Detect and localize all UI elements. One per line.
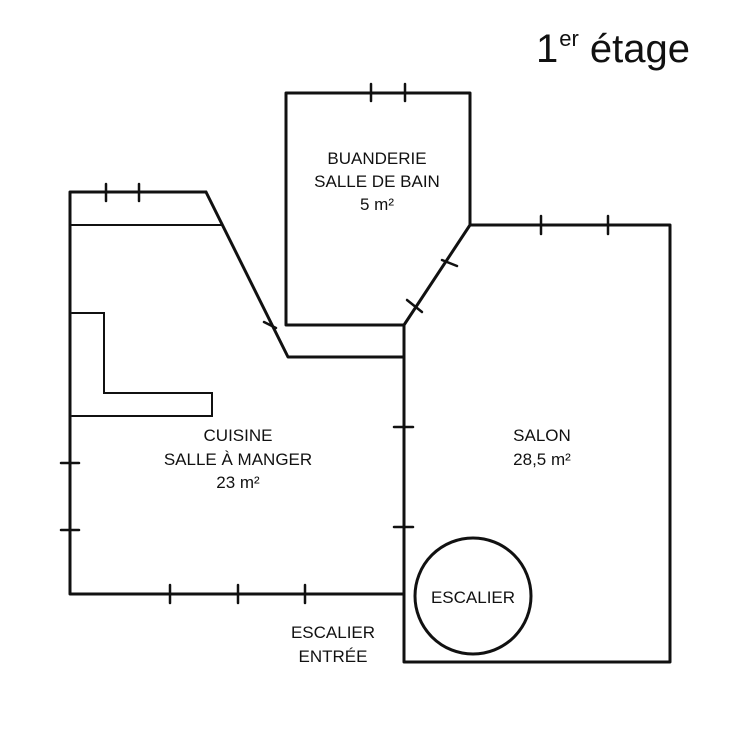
buanderie-label-1: BUANDERIE	[327, 149, 426, 168]
opening-ticks	[59, 82, 610, 605]
floor-title: 1er étage	[535, 26, 690, 71]
cuisine-label-2: SALLE À MANGER	[164, 450, 312, 469]
salon-label: SALON	[513, 426, 571, 445]
staircase-label: ESCALIER	[431, 588, 515, 607]
buanderie-area: 5 m²	[360, 195, 394, 214]
staircase-circle	[413, 536, 533, 656]
entry-label-2: ENTRÉE	[299, 647, 368, 666]
kitchen-counter-side	[71, 312, 213, 417]
entry-label-1: ESCALIER	[291, 623, 375, 642]
floor-word: étage	[589, 27, 690, 71]
cuisine-label-1: CUISINE	[204, 426, 273, 445]
floor-number: 1	[535, 27, 559, 71]
salon-area: 28,5 m²	[513, 450, 571, 469]
salon-walls	[402, 223, 672, 664]
tick-salon-diagonal-1	[440, 258, 459, 268]
floor-ordinal-suffix: er	[559, 26, 579, 51]
tick-diagonal-wall	[262, 320, 278, 330]
buanderie-walls	[284, 91, 472, 327]
buanderie-label-2: SALLE DE BAIN	[314, 172, 440, 191]
tick-salon-diagonal-2	[405, 298, 424, 314]
cuisine-area: 23 m²	[216, 473, 260, 492]
